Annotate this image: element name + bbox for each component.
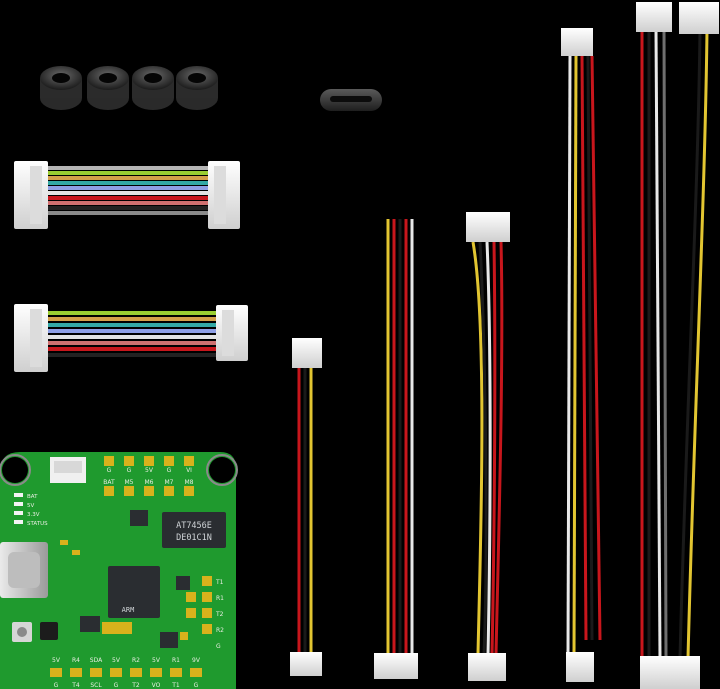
usb-c-plug	[320, 89, 382, 111]
pad-label: T4	[71, 682, 80, 689]
ferrite-ring	[87, 66, 129, 110]
pad-label: R1	[216, 595, 224, 602]
pad-label: G	[167, 467, 172, 474]
pad-label: T2	[215, 611, 224, 618]
pad-label: SCL	[90, 682, 102, 689]
cable-4pin-straight	[374, 219, 418, 679]
pad-label: G	[127, 467, 132, 474]
status-leds: BAT 5V 3.3V STATUS	[14, 493, 48, 527]
pad-label: VI	[186, 467, 192, 474]
pad-label: 9V	[192, 657, 201, 664]
ribbon-cable-long	[14, 161, 240, 229]
flight-controller-board: G G 5V G VI BAT M5 M6 M7 M8 BAT 5V 3.3V …	[0, 452, 238, 689]
pad-label: 5V	[152, 657, 161, 664]
ferrite-ring	[40, 66, 82, 110]
pad-label: R4	[72, 657, 80, 664]
pad-label: 5V	[52, 657, 61, 664]
pad-label: T1	[171, 682, 180, 689]
ferrite-ring	[132, 66, 174, 110]
cable-5pin	[466, 212, 510, 681]
pad-label: BAT	[103, 479, 115, 486]
mount-hole	[209, 457, 235, 483]
mount-hole	[2, 457, 28, 483]
pad-label: 5V	[112, 657, 121, 664]
pad-label: M6	[145, 479, 154, 486]
pad-label: R2	[216, 627, 224, 634]
pad-label: T1	[215, 579, 224, 586]
pad-label: SDA	[90, 657, 103, 664]
pad-label: VO	[152, 682, 161, 689]
osd-chip-label-1: AT7456E	[176, 521, 212, 531]
pad-label: M5	[125, 479, 134, 486]
pad-label: M7	[165, 479, 174, 486]
pad-label: R1	[172, 657, 180, 664]
pad-label: G	[114, 682, 119, 689]
led-label: STATUS	[27, 521, 48, 527]
led-label: 3.3V	[27, 512, 40, 518]
ferrite-ring	[176, 66, 218, 110]
pad-label: 5V	[145, 467, 154, 474]
pad-label: M8	[185, 479, 194, 486]
pad-label: R2	[132, 657, 140, 664]
pad-label: G	[216, 643, 221, 650]
ribbon-cable-short	[14, 304, 248, 372]
led-label: BAT	[27, 494, 38, 500]
led-label: 5V	[27, 503, 34, 509]
mcu-label: ARM	[122, 606, 135, 614]
ferrite-rings	[40, 66, 218, 110]
pad-label: G	[107, 467, 112, 474]
cable-split-long	[636, 2, 719, 689]
osd-chip-label-2: DE01C1N	[176, 533, 212, 543]
cable-3pin-short	[290, 338, 322, 676]
pad-label: G	[54, 682, 59, 689]
pad-label: G	[194, 682, 199, 689]
pad-label: T2	[131, 682, 140, 689]
cable-4pin-long	[561, 28, 602, 682]
